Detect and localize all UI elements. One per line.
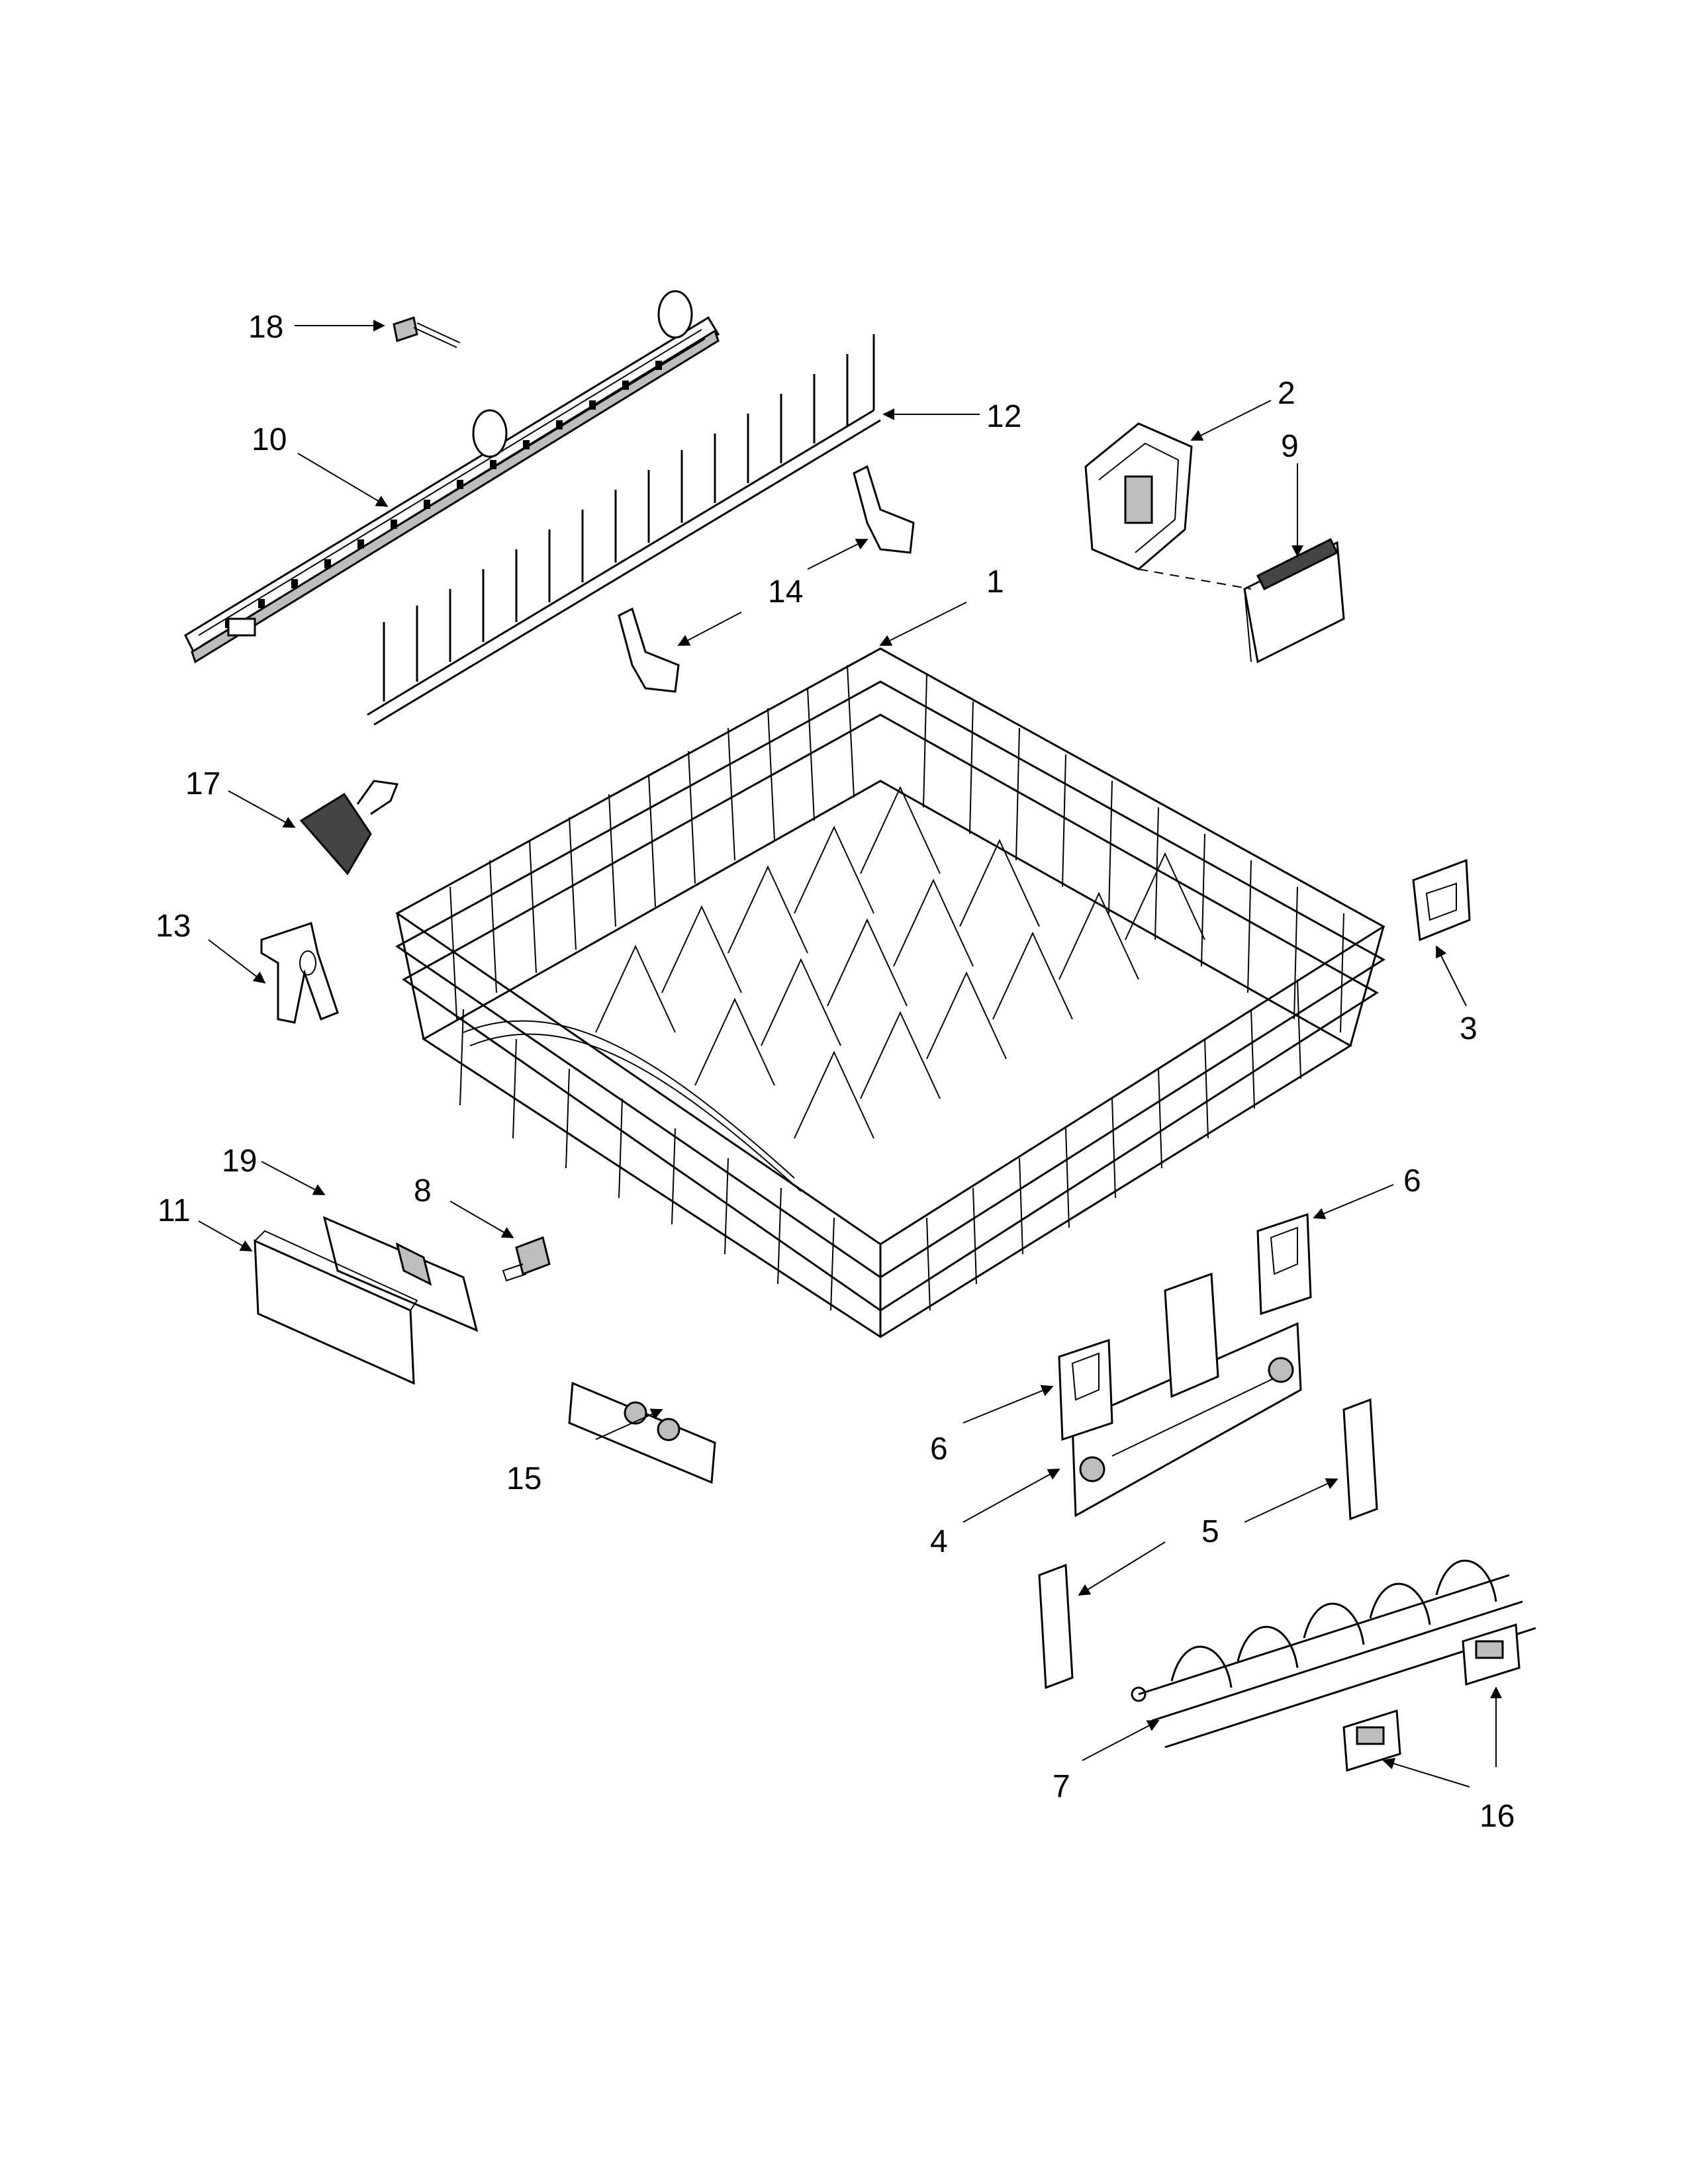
callout-1: 1 [986,565,1004,600]
callout-10: 10 [252,422,287,457]
part-16-upper [1462,1623,1521,1686]
screw-part-18 [393,316,461,348]
part-5-right [1342,1398,1378,1521]
rack-part-1 [395,647,1385,1338]
part-6-upper [1256,1212,1312,1316]
callout-8: 8 [414,1173,432,1208]
part-6-lower [1058,1338,1113,1441]
part-13 [260,922,339,1024]
leader-lines [198,320,1502,1788]
callout-18: 18 [248,310,283,345]
callout-6-upper: 6 [1403,1163,1421,1199]
part-19 [322,1216,479,1332]
part-11 [254,1230,418,1385]
callout-17: 17 [185,766,220,801]
callout-5: 5 [1201,1514,1219,1549]
part-4 [1071,1272,1302,1518]
callout-labels: 18 10 12 2 9 14 1 17 13 3 19 11 8 6 6 15… [156,310,1515,1834]
part-17 [299,780,399,876]
part-15 [568,1381,716,1484]
callout-16: 16 [1479,1799,1515,1834]
callout-6-lower: 6 [930,1432,948,1467]
callout-2: 2 [1278,376,1295,411]
callout-19: 19 [222,1144,257,1179]
clip-part-9 [1243,537,1345,664]
callout-4: 4 [930,1524,948,1559]
callout-15: 15 [506,1461,541,1496]
callout-14: 14 [768,574,803,610]
assembly-line-2-9 [1138,569,1252,590]
callout-7: 7 [1053,1769,1070,1804]
callout-9: 9 [1281,429,1299,464]
part-16-lower [1342,1709,1401,1772]
callout-13: 13 [156,909,191,944]
rail-part-10 [184,290,720,664]
clip-part-14-upper [853,465,915,554]
callout-3: 3 [1460,1011,1477,1046]
clip-part-14-lower [618,607,680,693]
part-8 [502,1236,551,1282]
callout-11: 11 [158,1193,191,1228]
part-3 [1412,858,1471,942]
callout-12: 12 [986,399,1021,434]
bracket-part-2 [1084,422,1193,570]
tine-row-part-12 [367,334,881,726]
part-5-left [1038,1563,1074,1690]
